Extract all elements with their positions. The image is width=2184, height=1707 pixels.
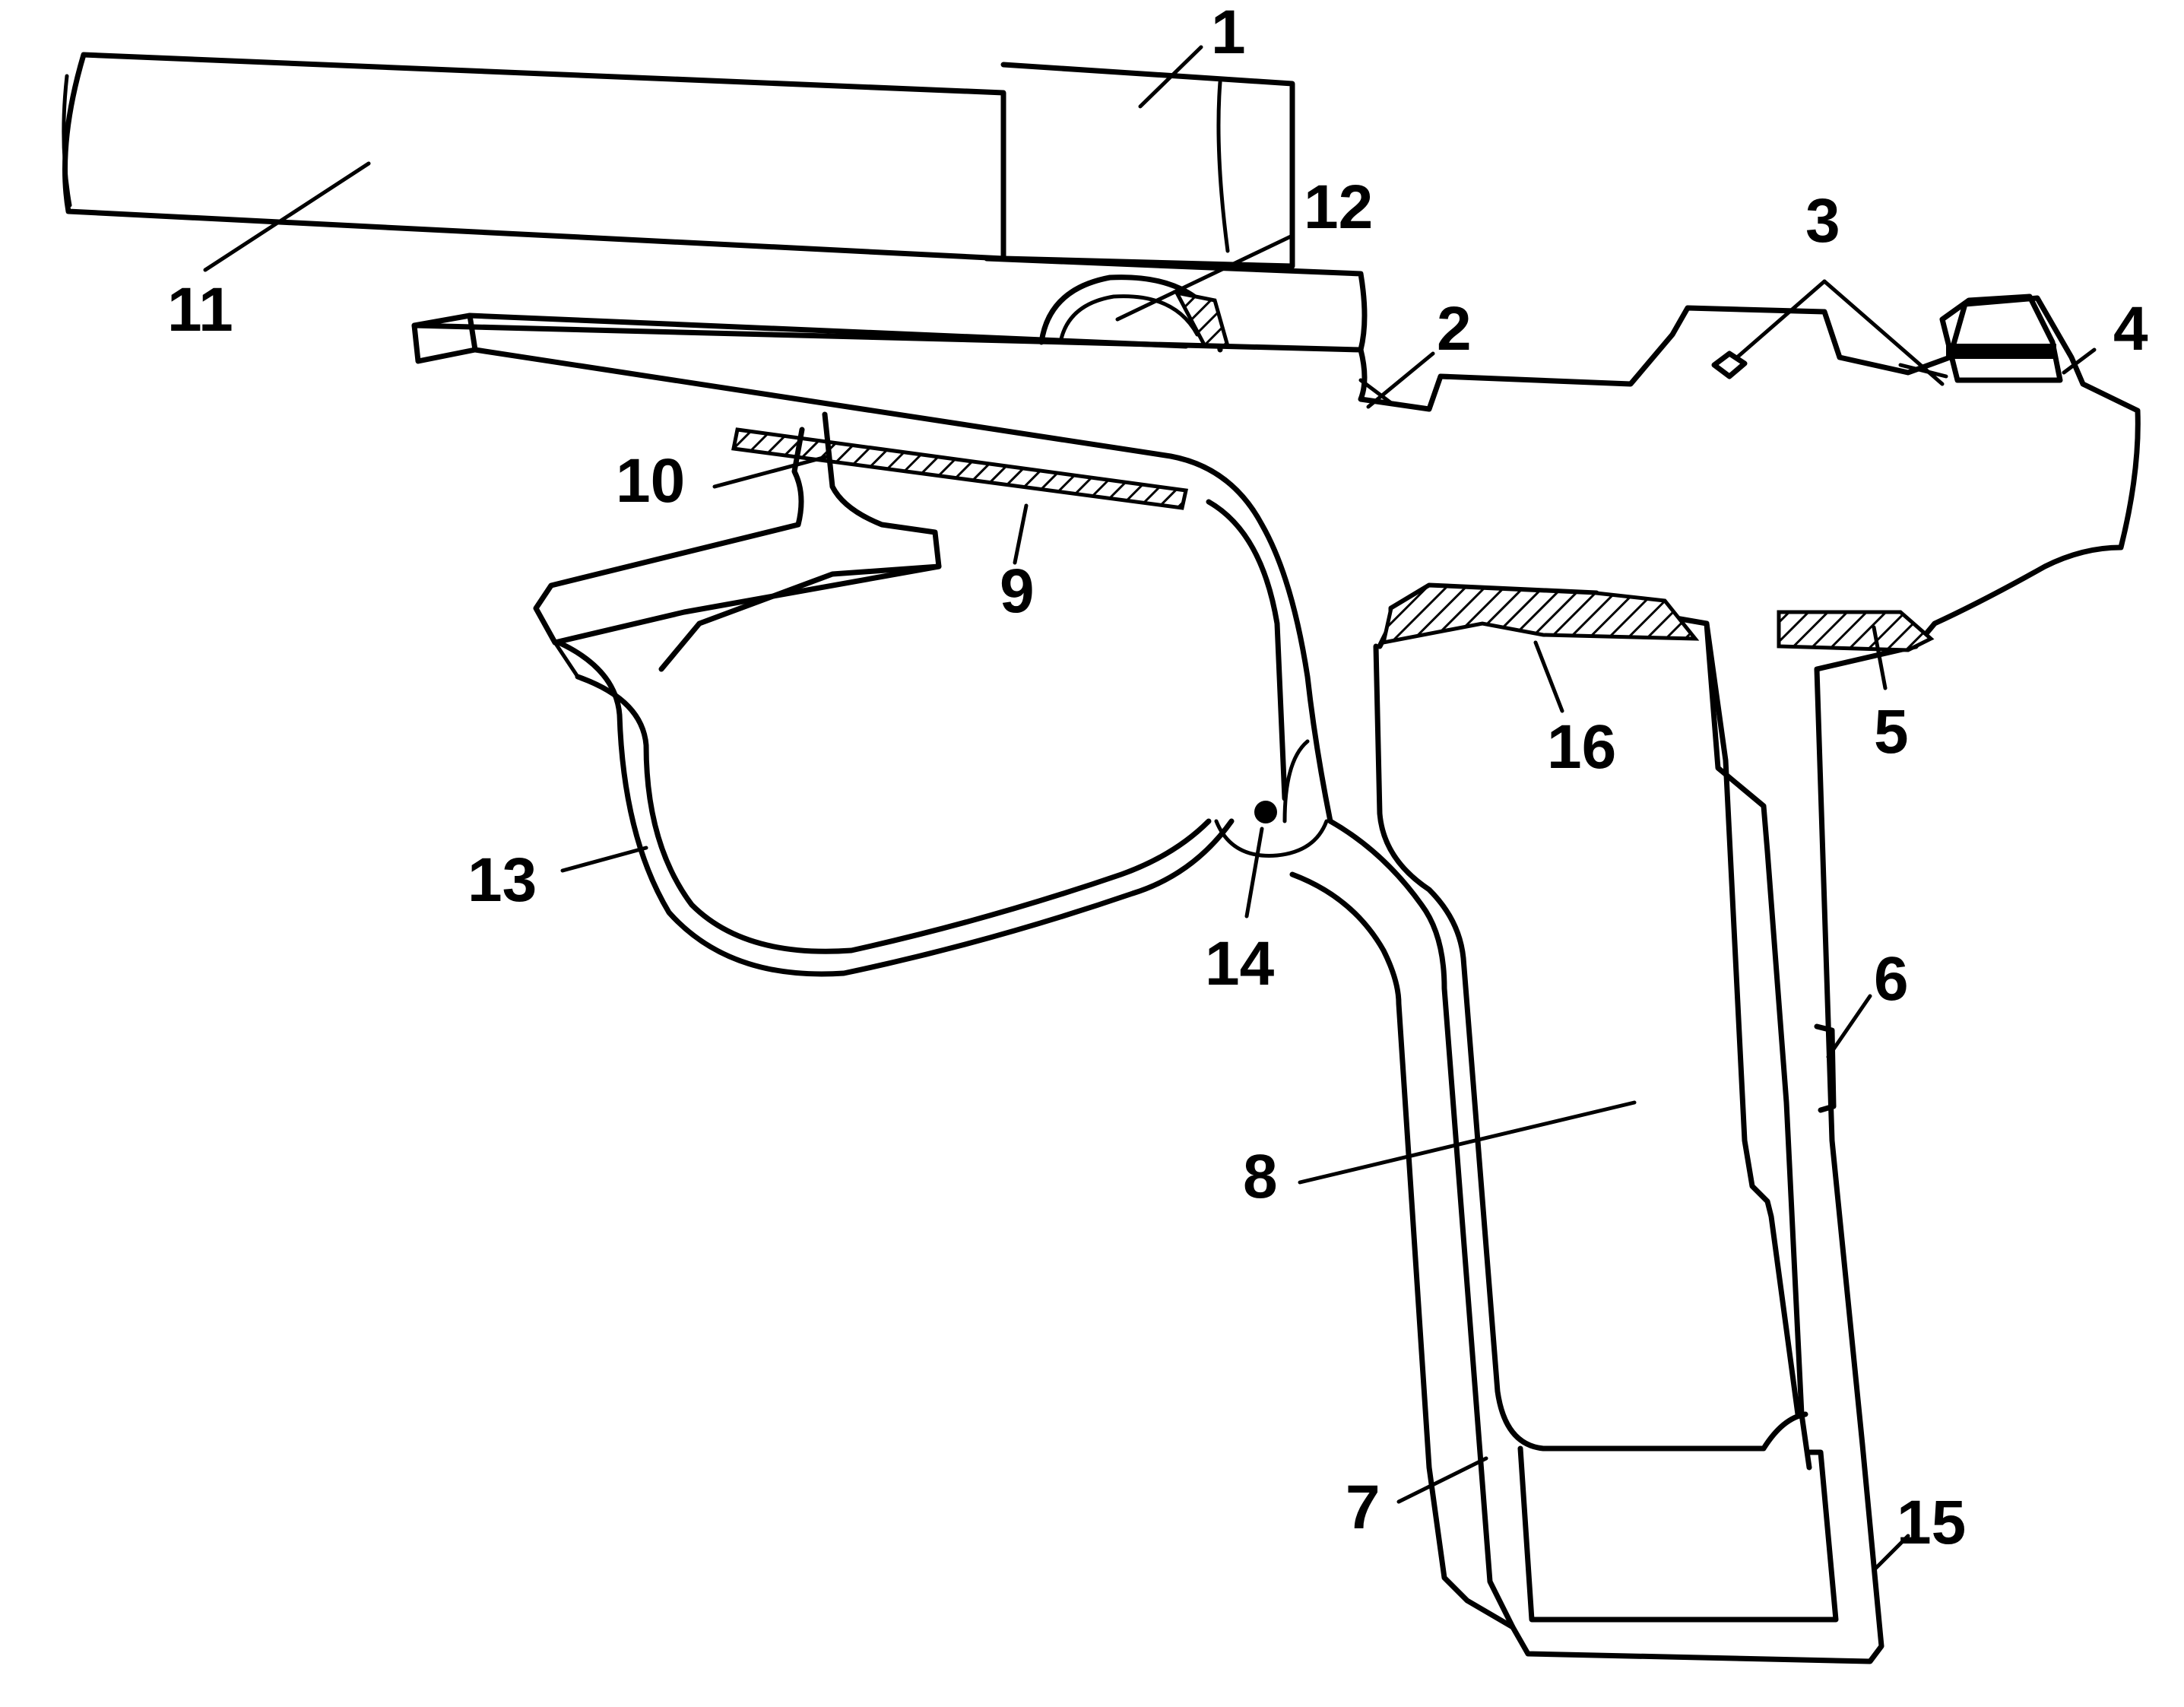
frame-rail: [411, 295, 2141, 824]
leader-lines: [203, 45, 2097, 1572]
front-block: [984, 62, 1368, 353]
label-8: 8: [1243, 1142, 1278, 1211]
hammer: [1939, 293, 2063, 383]
label-4: 4: [2113, 294, 2148, 363]
label-15: 15: [1897, 1488, 1966, 1557]
trigger-bar: [533, 411, 1189, 679]
label-10: 10: [616, 446, 685, 516]
label-12: 12: [1304, 173, 1373, 242]
recoil-spring: [1038, 274, 1231, 353]
label-6: 6: [1874, 944, 1909, 1014]
rear-sight-pin: [1711, 351, 1948, 379]
barrel: [62, 52, 1006, 262]
label-1: 1: [1211, 0, 1246, 67]
label-11: 11: [167, 275, 233, 344]
label-2: 2: [1437, 294, 1472, 363]
label-16: 16: [1547, 712, 1616, 782]
trigger-guard: [556, 563, 1235, 977]
label-13: 13: [468, 846, 537, 915]
grip-frame: [1289, 582, 1935, 1664]
label-5: 5: [1874, 697, 1909, 766]
label-9: 9: [1000, 557, 1035, 626]
label-7: 7: [1346, 1473, 1380, 1542]
label-3: 3: [1805, 186, 1840, 255]
label-14: 14: [1205, 929, 1275, 998]
pin-hole: [1214, 739, 1329, 858]
